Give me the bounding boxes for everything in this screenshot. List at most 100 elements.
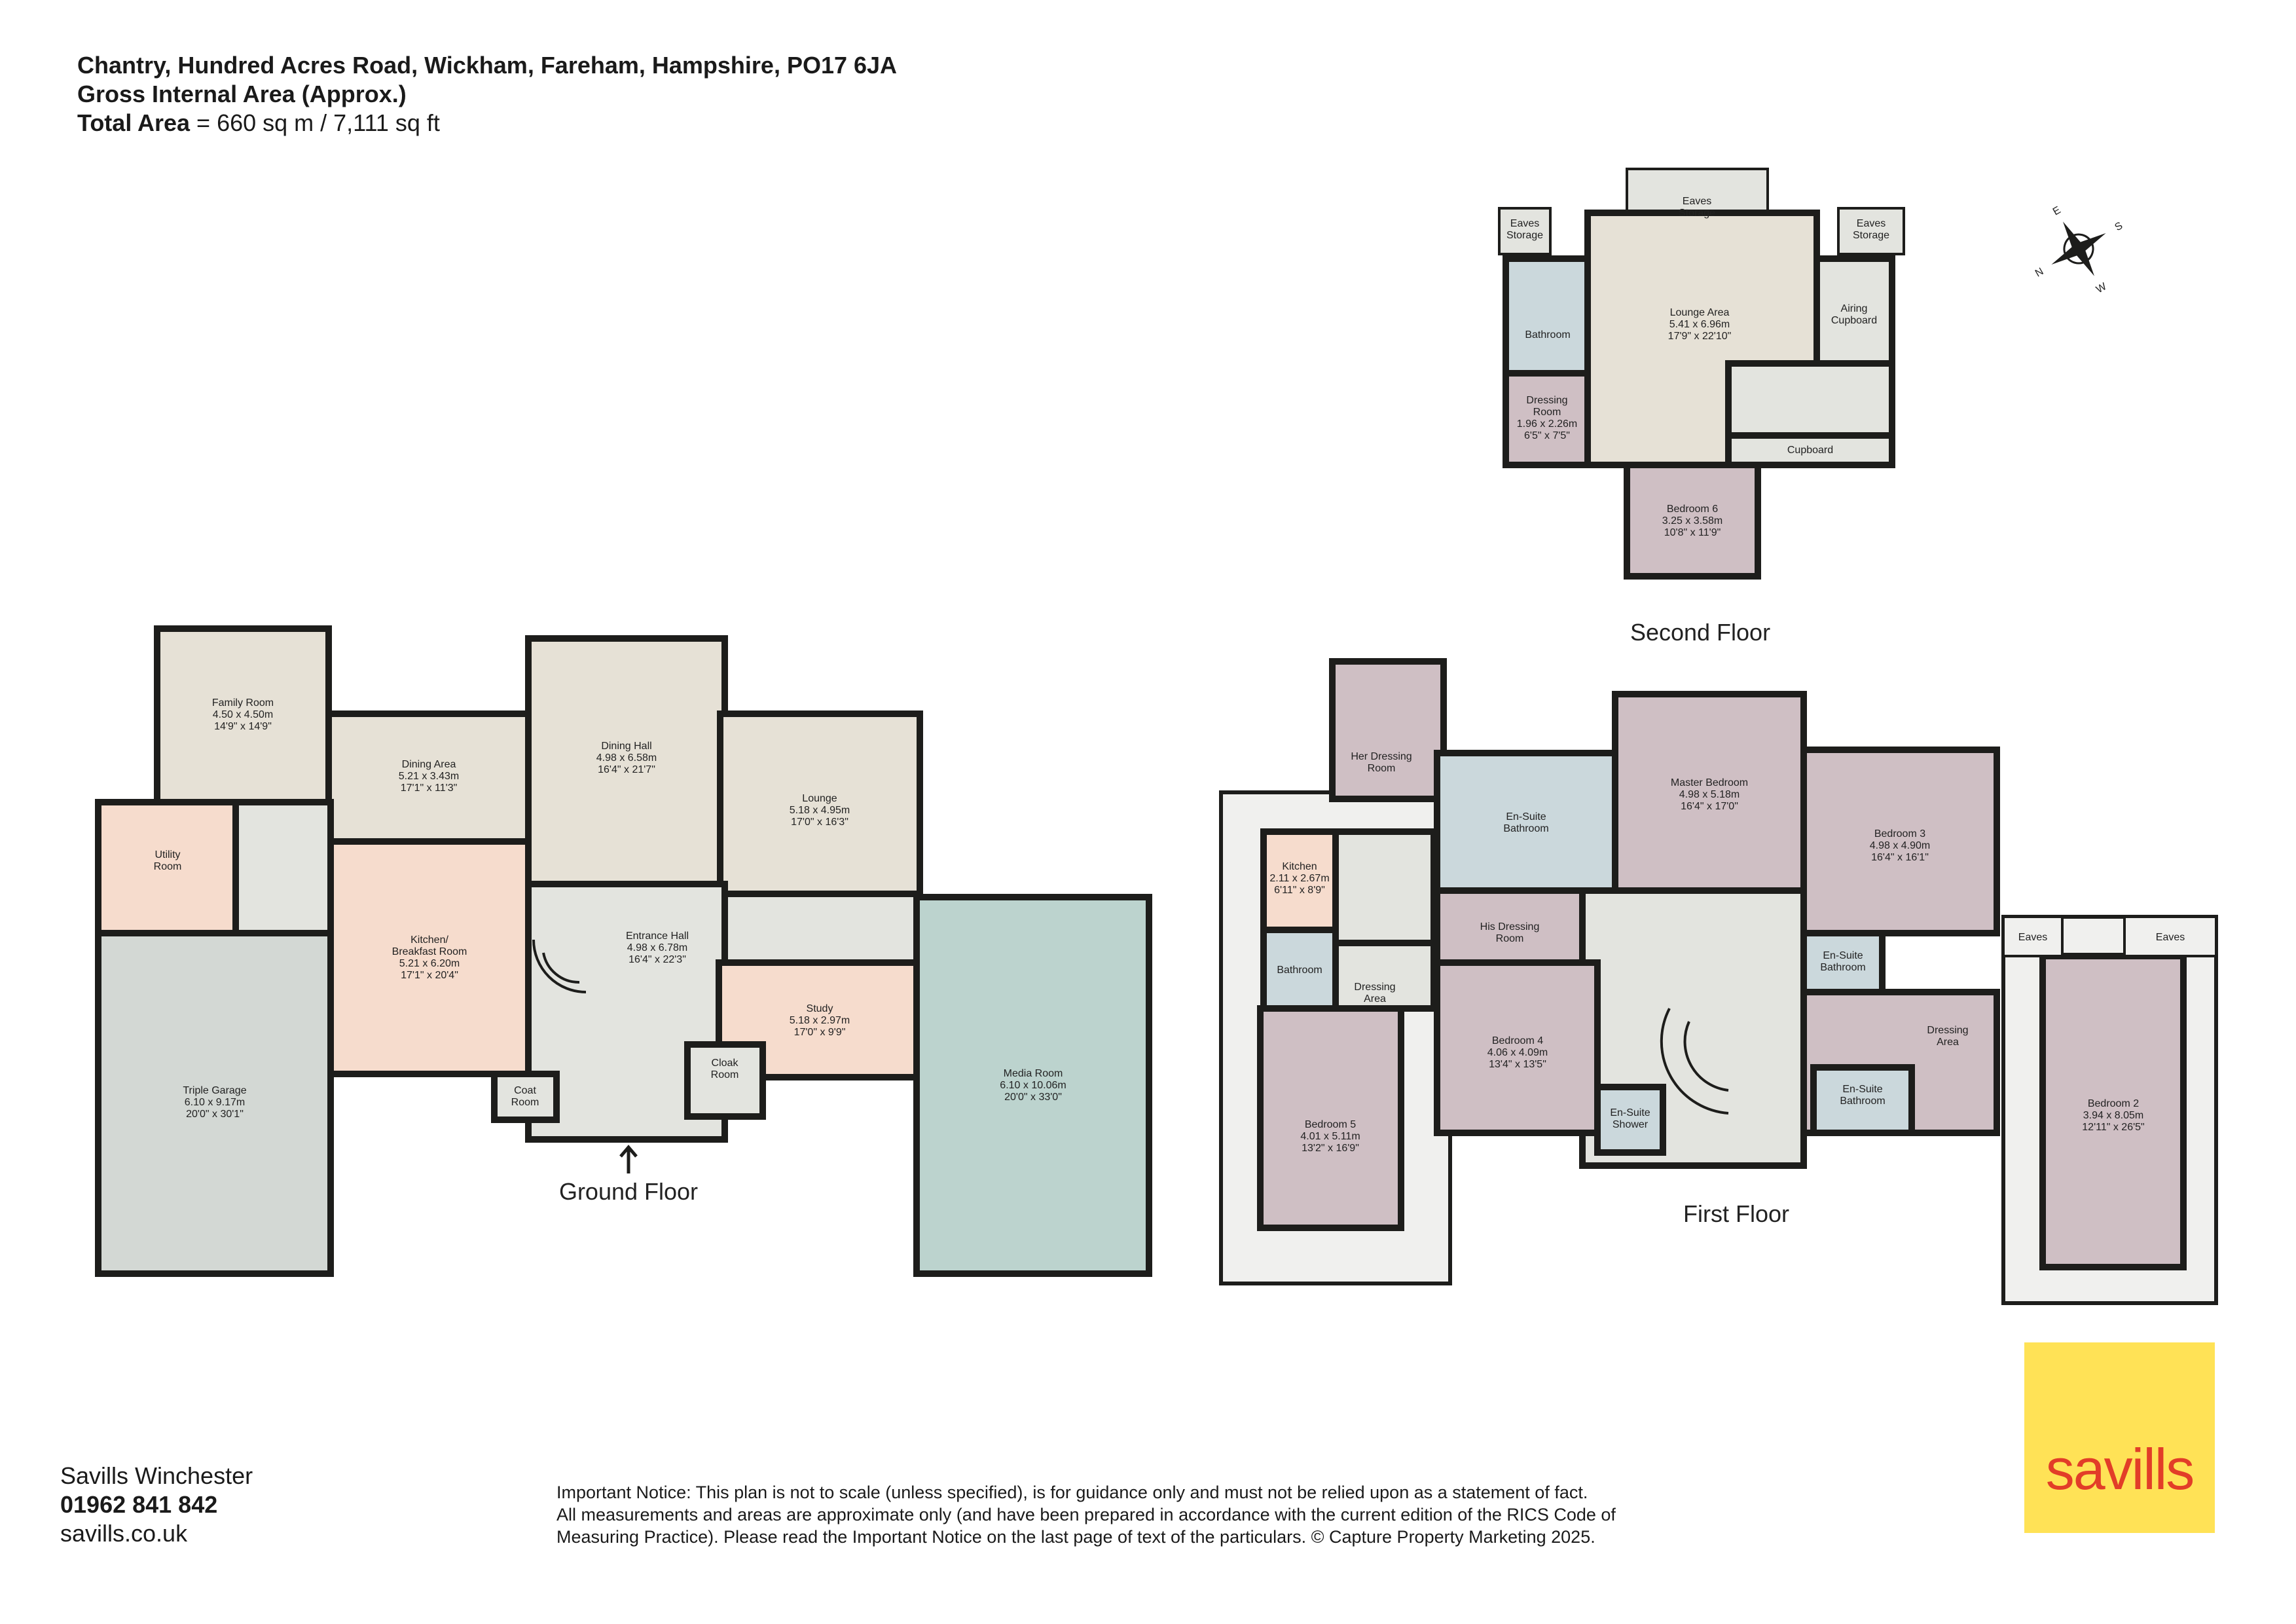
room-cloak <box>684 1041 766 1120</box>
room-ensuite-bathroom-3 <box>1800 930 1886 995</box>
total-area-value: = 660 sq m / 7,111 sq ft <box>190 109 440 136</box>
room-second-bathroom <box>1503 255 1591 377</box>
room-label: Cupboard <box>1787 445 1833 456</box>
compass-n: N <box>2033 266 2046 280</box>
room-bedroom-3 <box>1800 747 2000 936</box>
room-label: Bathroom <box>1525 329 1570 341</box>
room-dining-area <box>325 710 532 845</box>
compass-w: W <box>2094 281 2109 296</box>
notice-line: Important Notice: This plan is not to sc… <box>556 1483 1588 1502</box>
total-area-label: Total Area <box>77 109 191 136</box>
property-header: Chantry, Hundred Acres Road, Wickham, Fa… <box>77 51 897 138</box>
room-eaves-2 <box>2123 915 2217 957</box>
notice-line: Measuring Practice). Please read the Imp… <box>556 1527 1595 1547</box>
room-bedroom-5 <box>1257 1005 1404 1231</box>
office-name: Savills Winchester <box>60 1462 253 1489</box>
gia-label: Gross Internal Area (Approx.) <box>77 81 407 107</box>
room-annex-stair <box>1332 828 1437 946</box>
room-airing-cupboard <box>1813 255 1895 367</box>
room-cupboard <box>1725 432 1895 468</box>
room-stair-lobby <box>232 799 334 936</box>
entrance-arrow-icon <box>619 1145 638 1173</box>
room-lounge <box>717 710 923 897</box>
property-address: Chantry, Hundred Acres Road, Wickham, Fa… <box>77 52 898 79</box>
total-area: Total Area = 660 sq m / 7,111 sq ft <box>77 109 897 138</box>
ground-floor-title: Ground Floor <box>559 1178 698 1205</box>
room-eaves-1 <box>2002 915 2064 957</box>
landing-spiral-stair <box>1660 1008 1729 1115</box>
second-floor-title: Second Floor <box>1630 619 1770 646</box>
room-ensuite-bathroom-2 <box>1810 1064 1915 1136</box>
room-second-stair <box>1725 360 1895 439</box>
room-bedroom-4 <box>1434 959 1601 1136</box>
entrance-hall-spiral-stair-inner <box>542 952 580 984</box>
office-phone[interactable]: 01962 841 842 <box>60 1491 218 1518</box>
savills-logo-text: savills <box>2045 1437 2195 1502</box>
room-label: Eaves <box>2018 932 2047 943</box>
room-second-dressing <box>1503 370 1591 468</box>
ground-floor-plan <box>95 625 1152 1277</box>
room-family <box>154 625 332 805</box>
compass-icon: E S N W <box>2033 204 2125 296</box>
room-hall-corridor <box>721 891 920 966</box>
room-label: Eaves <box>2156 932 2185 943</box>
office-website[interactable]: savills.co.uk <box>60 1520 188 1547</box>
room-coat <box>491 1071 560 1123</box>
room-bedroom-6 <box>1624 462 1761 580</box>
second-floor-plan <box>1498 168 1905 580</box>
room-media <box>913 894 1152 1277</box>
compass-e: E <box>2051 204 2063 217</box>
room-bedroom-2 <box>2039 953 2187 1270</box>
room-ensuite-shower <box>1594 1084 1666 1156</box>
compass-s: S <box>2113 220 2125 233</box>
first-floor-plan <box>1219 658 2218 1305</box>
room-eaves-storage-right <box>1837 207 1905 255</box>
first-floor-title: First Floor <box>1683 1200 1789 1227</box>
important-notice: Important Notice: This plan is not to sc… <box>556 1481 1866 1548</box>
landing-spiral-stair-inner <box>1683 1021 1729 1092</box>
room-her-dressing <box>1329 658 1447 802</box>
notice-line: All measurements and areas are approxima… <box>556 1505 1616 1524</box>
room-garage <box>95 930 334 1277</box>
savills-logo: savills <box>2024 1342 2215 1533</box>
entrance-hall-spiral-stair <box>532 939 587 993</box>
room-label: Bathroom <box>1277 965 1322 976</box>
office-contact: Savills Winchester 01962 841 842 savills… <box>60 1462 253 1548</box>
